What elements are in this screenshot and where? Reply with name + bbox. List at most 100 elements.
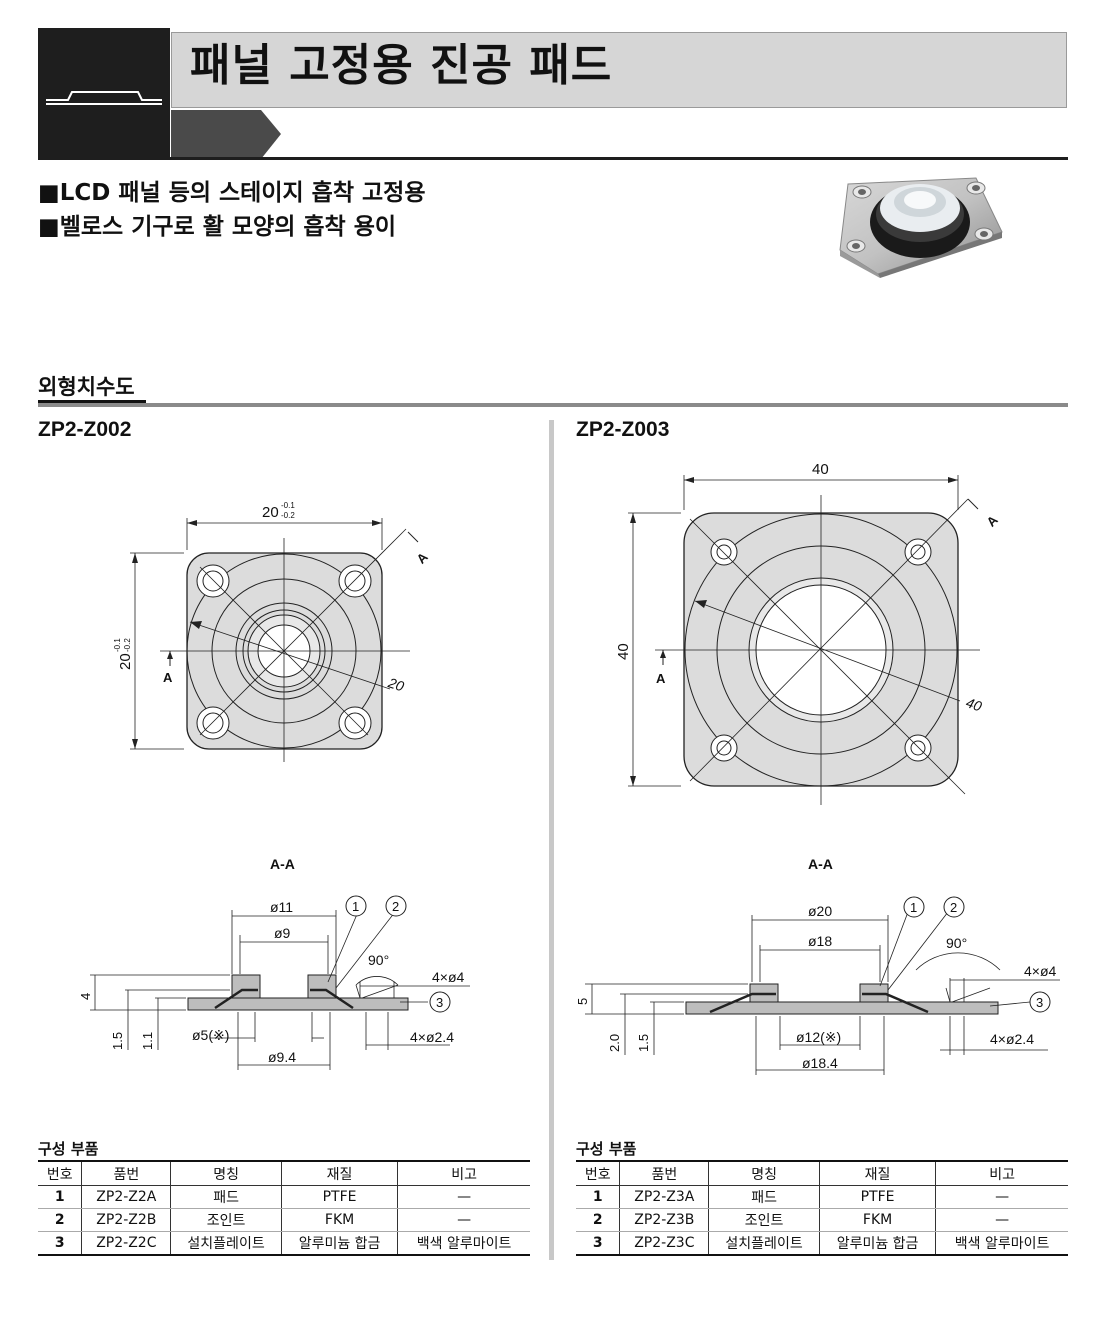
dim-d-inner: ø18 bbox=[808, 933, 832, 949]
col-header: 비고 bbox=[935, 1160, 1068, 1186]
cell-note: — bbox=[397, 1208, 530, 1232]
section-view-z002: 1 2 3 ø11 ø9 ø9.4 ø5(※) 90° 4×ø4 4×ø2.4 … bbox=[78, 895, 470, 1070]
cell-part-no: ZP2-Z3B bbox=[619, 1208, 710, 1232]
dim-height-a: 1.5 bbox=[110, 1032, 125, 1050]
cell-name: 조인트 bbox=[708, 1208, 820, 1232]
cell-part-no: ZP2-Z3C bbox=[619, 1231, 710, 1256]
table-row: 1 ZP2-Z2A 패드 PTFE — bbox=[38, 1185, 530, 1209]
cell-no: 1 bbox=[576, 1185, 621, 1209]
table-row: 2 ZP2-Z3B 조인트 FKM — bbox=[576, 1208, 1068, 1232]
cell-name: 설치플레이트 bbox=[708, 1231, 820, 1256]
cell-material: FKM bbox=[280, 1208, 399, 1232]
cell-name: 패드 bbox=[708, 1185, 820, 1209]
dim-d-inner: ø9 bbox=[274, 925, 291, 941]
dim-d-bottom: ø18.4 bbox=[802, 1055, 838, 1071]
callout-3: 3 bbox=[436, 995, 443, 1010]
dim-diagonal: 20 bbox=[385, 674, 406, 694]
cell-name: 조인트 bbox=[170, 1208, 282, 1232]
pad-profile-icon bbox=[46, 91, 162, 105]
cell-name: 설치플레이트 bbox=[170, 1231, 282, 1256]
col-header: 비고 bbox=[397, 1160, 530, 1186]
dim-height: 20 bbox=[117, 653, 134, 670]
cell-note: — bbox=[397, 1185, 530, 1209]
cell-part-no: ZP2-Z2B bbox=[81, 1208, 172, 1232]
col-header: 재질 bbox=[818, 1160, 937, 1186]
model-label-z002: ZP2-Z002 bbox=[38, 418, 132, 441]
top-view-z003: 40 40 A A 40 bbox=[615, 461, 1002, 805]
cell-note: 백색 알루마이트 bbox=[397, 1231, 530, 1256]
column-separator bbox=[549, 420, 554, 1260]
col-header: 품번 bbox=[619, 1160, 710, 1186]
col-header: 번호 bbox=[576, 1160, 621, 1186]
cell-part-no: ZP2-Z2C bbox=[81, 1231, 172, 1256]
cell-material: FKM bbox=[818, 1208, 937, 1232]
col-header: 재질 bbox=[280, 1160, 399, 1186]
dim-angle: 90° bbox=[946, 935, 967, 951]
section-mark: A bbox=[984, 512, 1002, 530]
cell-no: 2 bbox=[38, 1208, 83, 1232]
cell-note: — bbox=[935, 1185, 1068, 1209]
model-label-z003: ZP2-Z003 bbox=[576, 418, 670, 441]
section-rule bbox=[38, 403, 1068, 407]
dim-height-total: 4 bbox=[78, 993, 93, 1000]
callout-1: 1 bbox=[352, 899, 359, 914]
page-title: 패널 고정용 진공 패드 bbox=[190, 40, 613, 91]
dim-angle: 90° bbox=[368, 952, 389, 968]
col-header: 품번 bbox=[81, 1160, 172, 1186]
dim-d-hole: ø12(※) bbox=[796, 1029, 841, 1045]
cell-material: 알루미늄 합금 bbox=[280, 1231, 399, 1256]
section-label: A-A bbox=[808, 856, 833, 872]
section-mark: A bbox=[163, 670, 173, 685]
table-row: 3 ZP2-Z3C 설치플레이트 알루미늄 합금 백색 알루마이트 bbox=[576, 1231, 1068, 1256]
dim-width-tol-upper: -0.1 bbox=[281, 501, 295, 510]
cell-part-no: ZP2-Z2A bbox=[81, 1185, 172, 1209]
callout-3: 3 bbox=[1036, 995, 1043, 1010]
col-header: 번호 bbox=[38, 1160, 83, 1186]
header-title-panel bbox=[171, 32, 1067, 108]
table-row: 2 ZP2-Z2B 조인트 FKM — bbox=[38, 1208, 530, 1232]
section-mark: A bbox=[656, 671, 666, 686]
table-row: 1 ZP2-Z3A 패드 PTFE — bbox=[576, 1185, 1068, 1209]
dim-height-tol-lower: -0.2 bbox=[123, 638, 132, 652]
table-row: 3 ZP2-Z2C 설치플레이트 알루미늄 합금 백색 알루마이트 bbox=[38, 1231, 530, 1256]
cell-note: — bbox=[935, 1208, 1068, 1232]
parts-title: 구성 부품 bbox=[576, 1140, 637, 1158]
callout-2: 2 bbox=[392, 899, 399, 914]
cell-material: PTFE bbox=[280, 1185, 399, 1209]
product-photo bbox=[839, 177, 1003, 278]
cell-part-no: ZP2-Z3A bbox=[619, 1185, 710, 1209]
dim-d-bottom: ø9.4 bbox=[268, 1049, 296, 1065]
dim-width: 40 bbox=[812, 461, 829, 478]
cell-material: 알루미늄 합금 bbox=[818, 1231, 937, 1256]
dim-height-total: 5 bbox=[575, 998, 590, 1005]
dim-diagonal: 40 bbox=[964, 694, 984, 714]
dim-height-b: 1.1 bbox=[140, 1032, 155, 1050]
cell-no: 1 bbox=[38, 1185, 83, 1209]
section-title: 외형치수도 bbox=[38, 375, 135, 399]
dim-holes-top: 4×ø4 bbox=[1024, 963, 1057, 979]
dim-holes-bottom: 4×ø2.4 bbox=[410, 1029, 454, 1045]
dim-d-outer: ø11 bbox=[270, 899, 293, 915]
parts-table-z002: 번호 품번 명칭 재질 비고 1 ZP2-Z2A 패드 PTFE — 2 ZP2… bbox=[38, 1160, 530, 1256]
dim-width: 20 bbox=[262, 504, 279, 521]
cell-note: 백색 알루마이트 bbox=[935, 1231, 1068, 1256]
callout-1: 1 bbox=[910, 900, 917, 915]
dim-holes-bottom: 4×ø2.4 bbox=[990, 1031, 1034, 1047]
cell-no: 3 bbox=[576, 1231, 621, 1256]
header-dark-block bbox=[38, 28, 170, 159]
section-label: A-A bbox=[270, 856, 295, 872]
section-view-z003: 1 2 3 ø20 ø18 ø18.4 ø12(※) 90° 4×ø4 4×ø2… bbox=[575, 896, 1060, 1075]
cell-name: 패드 bbox=[170, 1185, 282, 1209]
dim-height-b: 1.5 bbox=[636, 1034, 651, 1052]
feature-item: ■LCD 패널 등의 스테이지 흡착 고정용 bbox=[38, 180, 426, 206]
dim-d-outer: ø20 bbox=[808, 903, 832, 919]
callout-2: 2 bbox=[950, 900, 957, 915]
dim-height-a: 2.0 bbox=[607, 1034, 622, 1052]
header-arrow-tab bbox=[171, 110, 281, 159]
col-header: 명칭 bbox=[170, 1160, 282, 1186]
cell-no: 3 bbox=[38, 1231, 83, 1256]
feature-item: ■벨로스 기구로 활 모양의 흡착 용이 bbox=[38, 214, 397, 240]
col-header: 명칭 bbox=[708, 1160, 820, 1186]
dim-width-tol-lower: -0.2 bbox=[281, 511, 295, 520]
section-mark: A bbox=[414, 549, 432, 567]
